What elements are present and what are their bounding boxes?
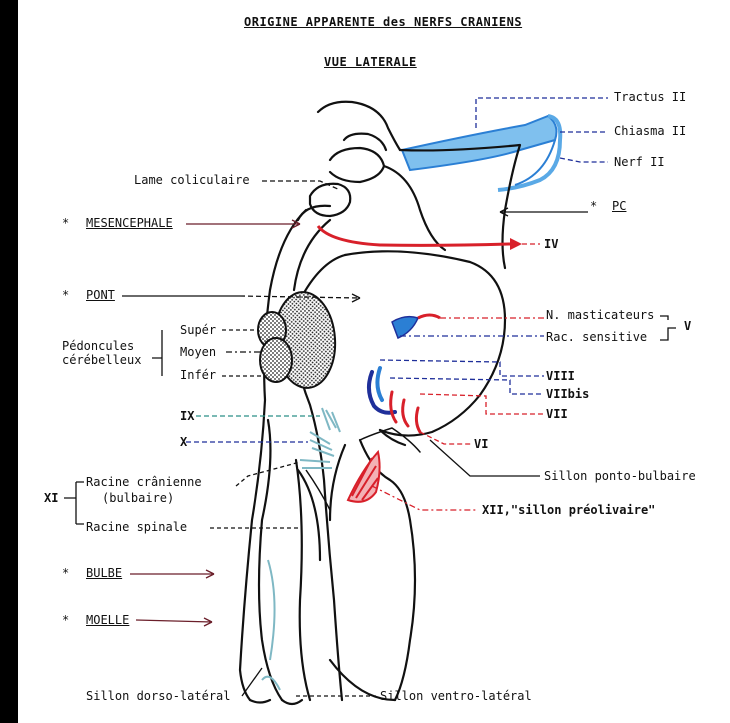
label-bulbe-star: * [62, 567, 69, 580]
label-vi: VI [474, 438, 488, 451]
label-moelle: MOELLE [86, 614, 129, 627]
label-rac-sensitive: Rac. sensitive [546, 331, 647, 344]
label-moelle-star: * [62, 614, 69, 627]
label-moyen: Moyen [180, 346, 216, 359]
label-infer: Infér [180, 369, 216, 382]
brainstem-outline [240, 102, 520, 704]
page-subtitle: VUE LATERALE [324, 56, 417, 69]
label-mesencephale: MESENCEPHALE [86, 217, 173, 230]
label-sillon-ponto-bulbaire: Sillon ponto-bulbaire [544, 470, 696, 483]
label-iv: IV [544, 238, 558, 251]
label-pont-star: * [62, 289, 69, 302]
label-ix: IX [180, 410, 194, 423]
label-racine-spinale: Racine spinale [86, 521, 187, 534]
label-cerebelleux: cérébelleux [62, 354, 141, 367]
label-x: X [180, 436, 187, 449]
nerve-xii [348, 452, 380, 502]
label-racine-cranienne: Racine crânienne [86, 476, 202, 489]
label-xii: XII,"sillon préolivaire" [482, 504, 655, 517]
optic-tract [402, 116, 560, 190]
label-nerf-ii: Nerf II [614, 156, 665, 169]
label-vii: VII [546, 408, 568, 421]
nerve-v [392, 315, 440, 338]
label-sillon-ventro-lateral: Sillon ventro-latéral [380, 690, 532, 703]
nerve-iv-arrow [510, 238, 522, 250]
label-pedoncules: Pédoncules [62, 340, 134, 353]
label-chiasma-ii: Chiasma II [614, 125, 686, 138]
label-viii: VIII [546, 370, 575, 383]
label-mes-star: * [62, 217, 69, 230]
label-pont: PONT [86, 289, 115, 302]
label-v: V [684, 320, 691, 333]
label-viibis: VIIbis [546, 388, 589, 401]
page-title: ORIGINE APPARENTE des NERFS CRANIENS [244, 16, 522, 29]
label-lame-coliculaire: Lame coliculaire [134, 174, 250, 187]
nerve-iv [318, 226, 510, 245]
label-super: Supér [180, 324, 216, 337]
label-xi: XI [44, 492, 58, 505]
label-n-masticateurs: N. masticateurs [546, 309, 654, 322]
cerebellar-peduncles [258, 290, 338, 390]
label-sillon-dorso-lateral: Sillon dorso-latéral [86, 690, 231, 703]
label-tractus-ii: Tractus II [614, 91, 686, 104]
label-bulbe: BULBE [86, 567, 122, 580]
label-pc-star: * [590, 200, 597, 213]
label-bulbaire: (bulbaire) [102, 492, 174, 505]
label-pc: PC [612, 200, 626, 213]
